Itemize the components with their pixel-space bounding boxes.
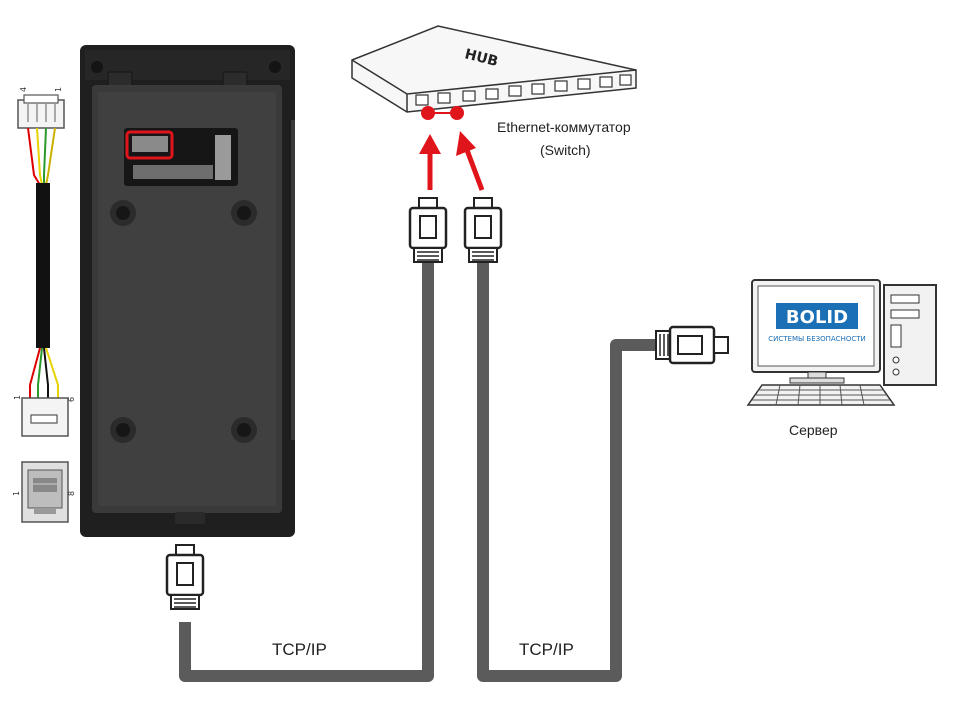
server-label: Сервер — [789, 422, 838, 438]
hub-label: HUB — [463, 46, 500, 70]
plug-device — [165, 543, 205, 611]
switch-label-sub: (Switch) — [540, 142, 591, 158]
connection-arrows — [419, 131, 485, 191]
switch-ports — [415, 74, 632, 106]
bolid-subtext: СИСТЕМЫ БЕЗОПАСНОСТИ — [768, 335, 866, 343]
pin-label-6: 6 — [67, 397, 76, 402]
server-computer: BOLID СИСТЕМЫ БЕЗОПАСНОСТИ — [746, 279, 937, 406]
rj-label-1: 1 — [12, 491, 21, 496]
pin-label-1b: 1 — [13, 395, 22, 400]
highlight-connector-marker — [125, 130, 174, 160]
cables — [179, 262, 660, 682]
pin-label-1: 1 — [54, 87, 63, 92]
connector-pinout: 4 1 1 6 1 8 — [12, 87, 76, 523]
plug-switch-left — [408, 196, 448, 264]
device-back-panel — [80, 45, 295, 537]
pin-label-4: 4 — [19, 87, 28, 92]
switch-label: Ethernet-коммутатор — [497, 119, 631, 135]
link-label-server: TCP/IP — [519, 640, 574, 659]
ethernet-switch: HUB — [351, 25, 637, 120]
bolid-logo — [776, 303, 858, 329]
cable-switch-to-server — [477, 262, 660, 682]
link-label-device: TCP/IP — [272, 640, 327, 659]
cable-device-to-switch — [179, 262, 434, 682]
bolid-logo-text: BOLID — [786, 307, 848, 328]
plug-server — [654, 325, 730, 365]
rj-label-8: 8 — [67, 491, 76, 496]
plug-switch-right — [463, 196, 503, 264]
